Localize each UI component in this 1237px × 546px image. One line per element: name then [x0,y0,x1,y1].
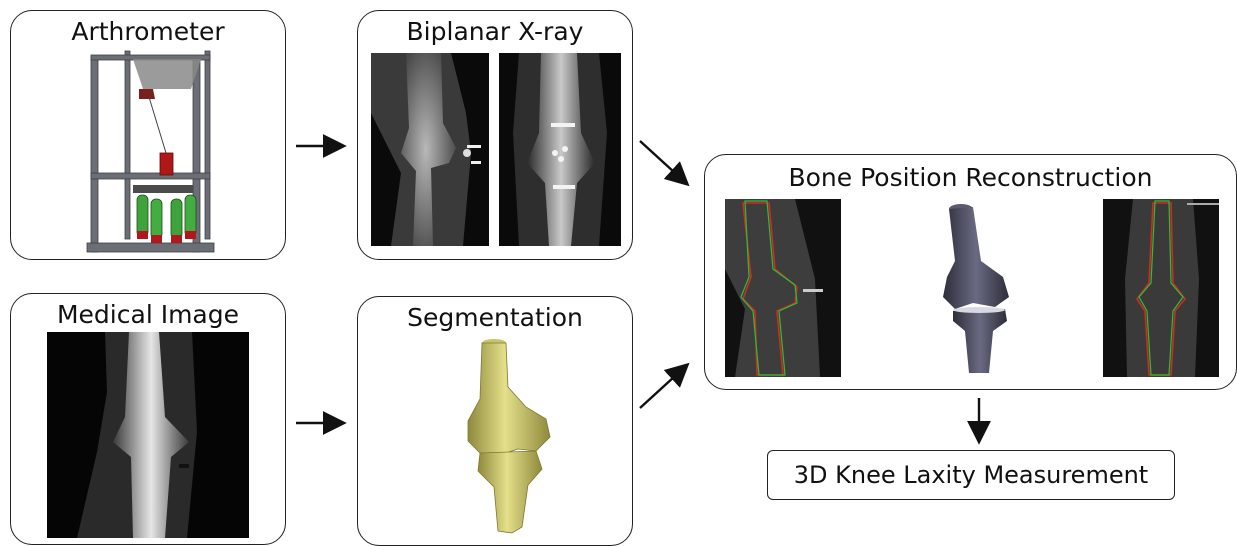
segmentation-box: Segmentation [357,296,633,546]
segmentation-title: Segmentation [358,303,632,332]
reconstruction-box: Bone Position Reconstruction [704,154,1237,390]
reconstruction-3d-model [937,201,1017,379]
biplanar-xray-title: Biplanar X-ray [358,17,632,46]
arrow-segmentation-to-reconstruction [640,366,686,408]
knee-laxity-result-box: 3D Knee Laxity Measurement [767,450,1175,500]
reconstruction-frontal-overlay [1103,199,1219,377]
arthrometer-box: Arthrometer [10,10,286,260]
arrow-xray-to-reconstruction [640,141,686,183]
reconstruction-title: Bone Position Reconstruction [705,163,1236,192]
reconstruction-lateral-overlay [725,199,841,377]
ct-scan-image [47,332,249,538]
biplanar-xray-box: Biplanar X-ray [357,10,633,260]
xray-lateral-image [371,53,489,246]
arthrometer-title: Arthrometer [11,17,285,46]
knee-laxity-result-label: 3D Knee Laxity Measurement [794,461,1148,489]
xray-frontal-image [499,53,621,246]
bone-segmentation-model [456,337,556,537]
medical-image-title: Medical Image [11,300,285,329]
medical-image-box: Medical Image [10,293,286,545]
arthrometer-image [73,49,223,254]
